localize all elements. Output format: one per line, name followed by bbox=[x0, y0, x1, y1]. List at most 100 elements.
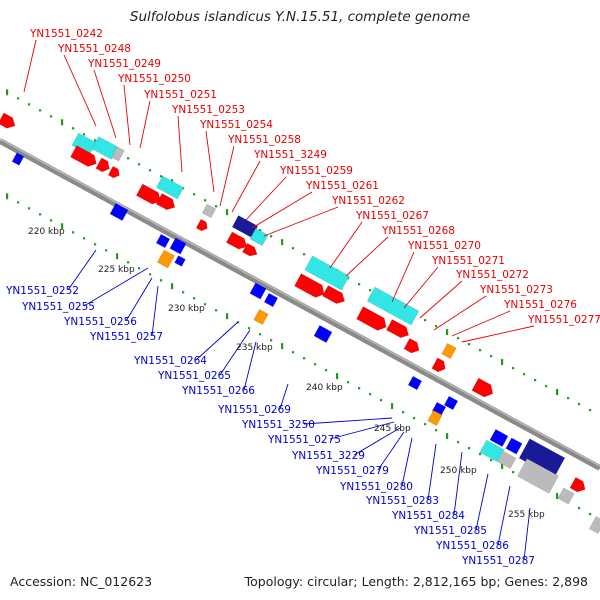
forward-gene-label[interactable]: YN1551_0253 bbox=[171, 104, 245, 116]
reverse-gene-label[interactable]: YN1551_3229 bbox=[291, 450, 365, 462]
reverse-gene-label[interactable]: YN1551_0275 bbox=[267, 434, 341, 446]
gene-feature-blue[interactable] bbox=[489, 428, 509, 448]
reverse-gene-label[interactable]: YN1551_0257 bbox=[89, 331, 163, 343]
reverse-gene-label[interactable]: YN1551_0256 bbox=[63, 316, 137, 328]
forward-gene-label[interactable]: YN1551_0273 bbox=[479, 284, 553, 296]
reverse-gene-label[interactable]: YN1551_0285 bbox=[413, 525, 487, 537]
gene-feature-red[interactable] bbox=[0, 112, 18, 131]
outer-ring-tick bbox=[17, 97, 20, 100]
gene-feature-red[interactable] bbox=[242, 242, 259, 258]
gene-feature-red[interactable] bbox=[471, 377, 496, 400]
gene-feature-cyan[interactable] bbox=[91, 136, 119, 160]
inner-ring-tick bbox=[457, 441, 460, 444]
gene-feature-cyan[interactable] bbox=[366, 286, 420, 326]
gene-feature-blue[interactable] bbox=[313, 324, 333, 344]
gene-feature-orange[interactable] bbox=[441, 342, 457, 360]
forward-gene-label[interactable]: YN1551_0262 bbox=[331, 195, 405, 207]
gene-feature-red[interactable] bbox=[431, 357, 448, 374]
forward-gene-label[interactable]: YN1551_0248 bbox=[57, 43, 131, 55]
forward-gene-label[interactable]: YN1551_0250 bbox=[117, 73, 191, 85]
gene-feature-gray[interactable] bbox=[517, 458, 559, 494]
gene-feature-cyan[interactable] bbox=[304, 255, 350, 291]
inner-ring-tick bbox=[512, 471, 515, 474]
outer-ring-tick bbox=[567, 397, 570, 400]
gene-feature-gray[interactable] bbox=[201, 203, 217, 219]
scale-label: 225 kbp bbox=[98, 265, 135, 275]
gene-feature-gray[interactable] bbox=[497, 450, 517, 470]
forward-gene-label[interactable]: YN1551_0254 bbox=[199, 119, 273, 131]
gene-feature-red[interactable] bbox=[356, 306, 389, 334]
forward-gene-label[interactable]: YN1551_3249 bbox=[253, 149, 327, 161]
gene-feature-blue[interactable] bbox=[11, 152, 25, 166]
gene-feature-blue[interactable] bbox=[155, 233, 171, 249]
reverse-gene-label[interactable]: YN1551_0252 bbox=[5, 285, 79, 297]
reverse-gene-label[interactable]: YN1551_0279 bbox=[315, 465, 389, 477]
gene-feature-red[interactable] bbox=[386, 319, 411, 340]
forward-gene-label[interactable]: YN1551_0271 bbox=[431, 255, 505, 267]
gene-feature-blue[interactable] bbox=[174, 255, 186, 267]
reverse-gene-label[interactable]: YN1551_0287 bbox=[461, 555, 535, 567]
outer-ring-tick bbox=[435, 325, 438, 328]
outer-ring-tick bbox=[303, 253, 306, 256]
gene-feature-red[interactable] bbox=[569, 476, 588, 494]
gene-feature-blue[interactable] bbox=[443, 395, 459, 411]
gene-feature-blue[interactable] bbox=[263, 292, 279, 308]
reverse-gene-label[interactable]: YN1551_3250 bbox=[241, 419, 315, 431]
gene-feature-cyan[interactable] bbox=[155, 175, 185, 200]
reverse-gene-label[interactable]: YN1551_0264 bbox=[133, 355, 207, 367]
forward-gene-leader bbox=[219, 145, 235, 207]
gene-feature-gray[interactable] bbox=[557, 487, 575, 505]
gene-feature-red[interactable] bbox=[107, 165, 122, 180]
gene-feature-red[interactable] bbox=[403, 337, 422, 355]
reverse-gene-label[interactable]: YN1551_0284 bbox=[391, 510, 465, 522]
gene-feature-gray[interactable] bbox=[111, 146, 125, 162]
gene-feature-red[interactable] bbox=[70, 145, 99, 170]
forward-gene-label[interactable]: YN1551_0259 bbox=[279, 165, 353, 177]
gene-feature-red[interactable] bbox=[225, 231, 249, 252]
gene-feature-orange[interactable] bbox=[156, 249, 176, 269]
forward-gene-label[interactable]: YN1551_0276 bbox=[503, 299, 577, 311]
gene-feature-blue[interactable] bbox=[169, 237, 187, 255]
forward-gene-label[interactable]: YN1551_0272 bbox=[455, 269, 529, 281]
forward-gene-label[interactable]: YN1551_0277 bbox=[527, 314, 600, 326]
gene-feature-red[interactable] bbox=[155, 193, 178, 212]
gene-feature-cyan[interactable] bbox=[249, 227, 269, 247]
reverse-gene-label[interactable]: YN1551_0265 bbox=[157, 370, 231, 382]
forward-gene-label[interactable]: YN1551_0268 bbox=[381, 225, 455, 237]
gene-feature-cyan[interactable] bbox=[479, 439, 505, 463]
gene-feature-red[interactable] bbox=[135, 183, 163, 207]
gene-feature-blue[interactable] bbox=[109, 202, 129, 222]
forward-gene-label[interactable]: YN1551_0261 bbox=[305, 180, 379, 192]
gene-feature-red[interactable] bbox=[322, 285, 347, 306]
gene-feature-red[interactable] bbox=[294, 273, 327, 301]
outer-ring-tick bbox=[193, 193, 196, 196]
outer-ring-tick bbox=[215, 205, 218, 208]
gene-feature-red[interactable] bbox=[195, 218, 210, 233]
reverse-gene-leader bbox=[195, 321, 239, 361]
gene-feature-blue[interactable] bbox=[407, 375, 423, 391]
reverse-gene-label[interactable]: YN1551_0269 bbox=[217, 404, 291, 416]
reverse-gene-leader bbox=[151, 285, 159, 337]
gene-feature-gray[interactable] bbox=[588, 516, 600, 534]
reverse-gene-label[interactable]: YN1551_0283 bbox=[365, 495, 439, 507]
reverse-gene-leader bbox=[83, 267, 149, 307]
forward-gene-label[interactable]: YN1551_0270 bbox=[407, 240, 481, 252]
gene-feature-orange[interactable] bbox=[427, 409, 443, 427]
forward-gene-leader bbox=[391, 251, 415, 303]
reverse-gene-label[interactable]: YN1551_0280 bbox=[339, 481, 413, 493]
gene-feature-red[interactable] bbox=[95, 157, 112, 174]
reverse-gene-label[interactable]: YN1551_0255 bbox=[21, 301, 95, 313]
reverse-gene-label[interactable]: YN1551_0286 bbox=[435, 540, 509, 552]
gene-feature-orange[interactable] bbox=[253, 308, 269, 326]
forward-gene-label[interactable]: YN1551_0258 bbox=[227, 134, 301, 146]
gene-feature-blue[interactable] bbox=[249, 282, 267, 300]
forward-gene-label[interactable]: YN1551_0251 bbox=[143, 89, 217, 101]
forward-gene-label[interactable]: YN1551_0242 bbox=[29, 28, 103, 40]
inner-ring-tick bbox=[28, 207, 31, 210]
forward-gene-label[interactable]: YN1551_0267 bbox=[355, 210, 429, 222]
inner-ring-tick bbox=[391, 403, 394, 410]
gene-feature-blue[interactable] bbox=[505, 437, 523, 455]
reverse-gene-label[interactable]: YN1551_0266 bbox=[181, 385, 255, 397]
forward-gene-leader bbox=[177, 115, 183, 173]
forward-gene-label[interactable]: YN1551_0249 bbox=[87, 58, 161, 70]
